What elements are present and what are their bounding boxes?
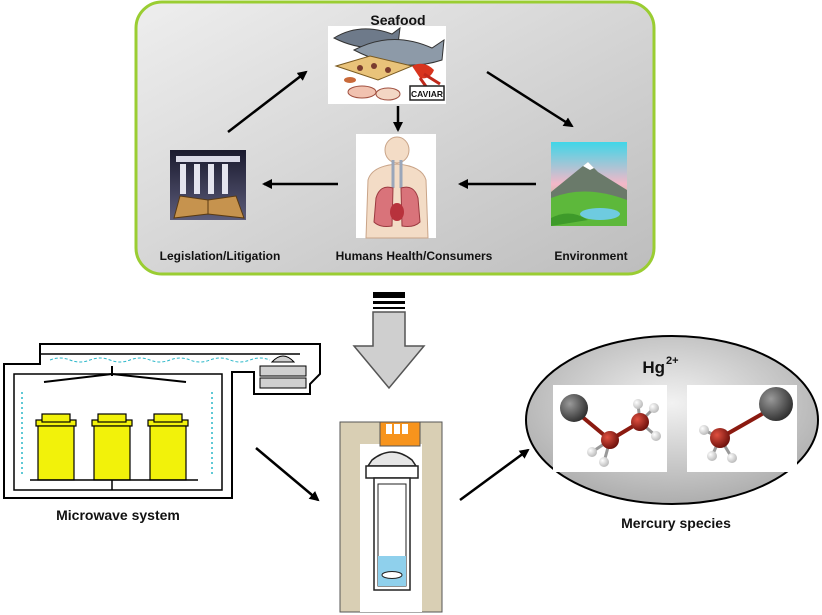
seafood-label: Seafood <box>370 12 425 28</box>
down-block-arrow-icon <box>352 292 426 390</box>
courthouse-and-book-icon <box>170 150 246 220</box>
organomercury-molecule-icon <box>553 385 667 472</box>
caviar-label: CAVIAR <box>411 89 443 99</box>
arrow-vessel-to-mercury <box>459 448 530 502</box>
digestion-vessel-2 <box>91 413 133 481</box>
landscape-mountain-lake-icon <box>551 142 627 226</box>
hg-charge: 2+ <box>666 355 679 367</box>
humans-label: Humans Health/Consumers <box>336 249 493 263</box>
digestion-vessel-1 <box>35 413 77 481</box>
microwave-digestion-system-icon <box>3 343 321 499</box>
digestion-vessel-3 <box>147 413 189 481</box>
sample-vessel-cutaway-icon <box>339 421 443 613</box>
organomercury-molecule-icon-2 <box>687 385 797 472</box>
environment-label: Environment <box>554 249 627 263</box>
arrow-microwave-to-vessel <box>255 447 320 502</box>
legislation-label: Legislation/Litigation <box>160 249 281 263</box>
mercury-label: Mercury species <box>621 515 731 531</box>
seafood-collage-icon: CAVIAR <box>328 26 446 104</box>
microwave-label: Microwave system <box>56 507 180 523</box>
hg-label: Hg <box>642 358 665 377</box>
arrow-legislation-to-seafood <box>227 70 308 133</box>
arrow-seafood-to-environment <box>486 70 574 128</box>
human-respiratory-anatomy-icon <box>356 134 436 239</box>
